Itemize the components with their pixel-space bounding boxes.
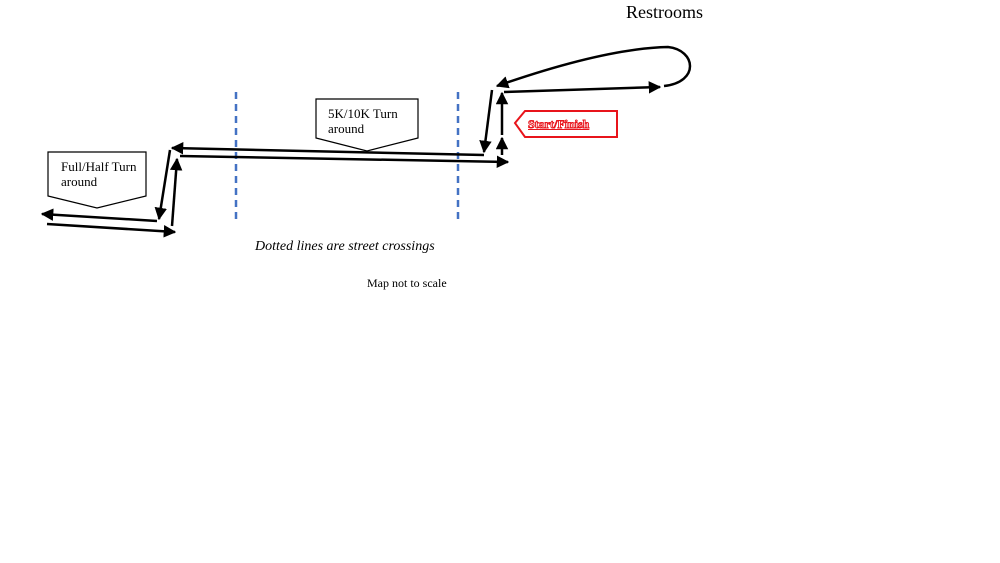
5k-10k-turnaround-callout bbox=[315, 98, 419, 152]
5k-10k-turnaround-label: 5K/10K Turn around bbox=[328, 106, 398, 136]
scale-note: Map not to scale bbox=[367, 276, 447, 290]
restrooms-label: Restrooms bbox=[626, 2, 704, 22]
route-segment bbox=[154, 149, 172, 221]
route-segment bbox=[479, 89, 494, 154]
start-finish-label: Start/Finish bbox=[528, 117, 590, 132]
route bbox=[40, 45, 692, 238]
street-crossings-note: Dotted lines are street crossings bbox=[255, 239, 435, 254]
route-segment bbox=[40, 208, 158, 223]
route-segment bbox=[169, 157, 183, 227]
start-finish-callout bbox=[513, 110, 618, 138]
route-segment bbox=[170, 142, 485, 157]
restroom-loop bbox=[495, 45, 692, 89]
full-half-turnaround-callout bbox=[47, 151, 147, 209]
route-segment bbox=[503, 81, 662, 94]
route-segment bbox=[46, 222, 177, 238]
route-segment bbox=[179, 154, 510, 169]
full-half-turnaround-label: Full/Half Turn around bbox=[61, 159, 137, 189]
